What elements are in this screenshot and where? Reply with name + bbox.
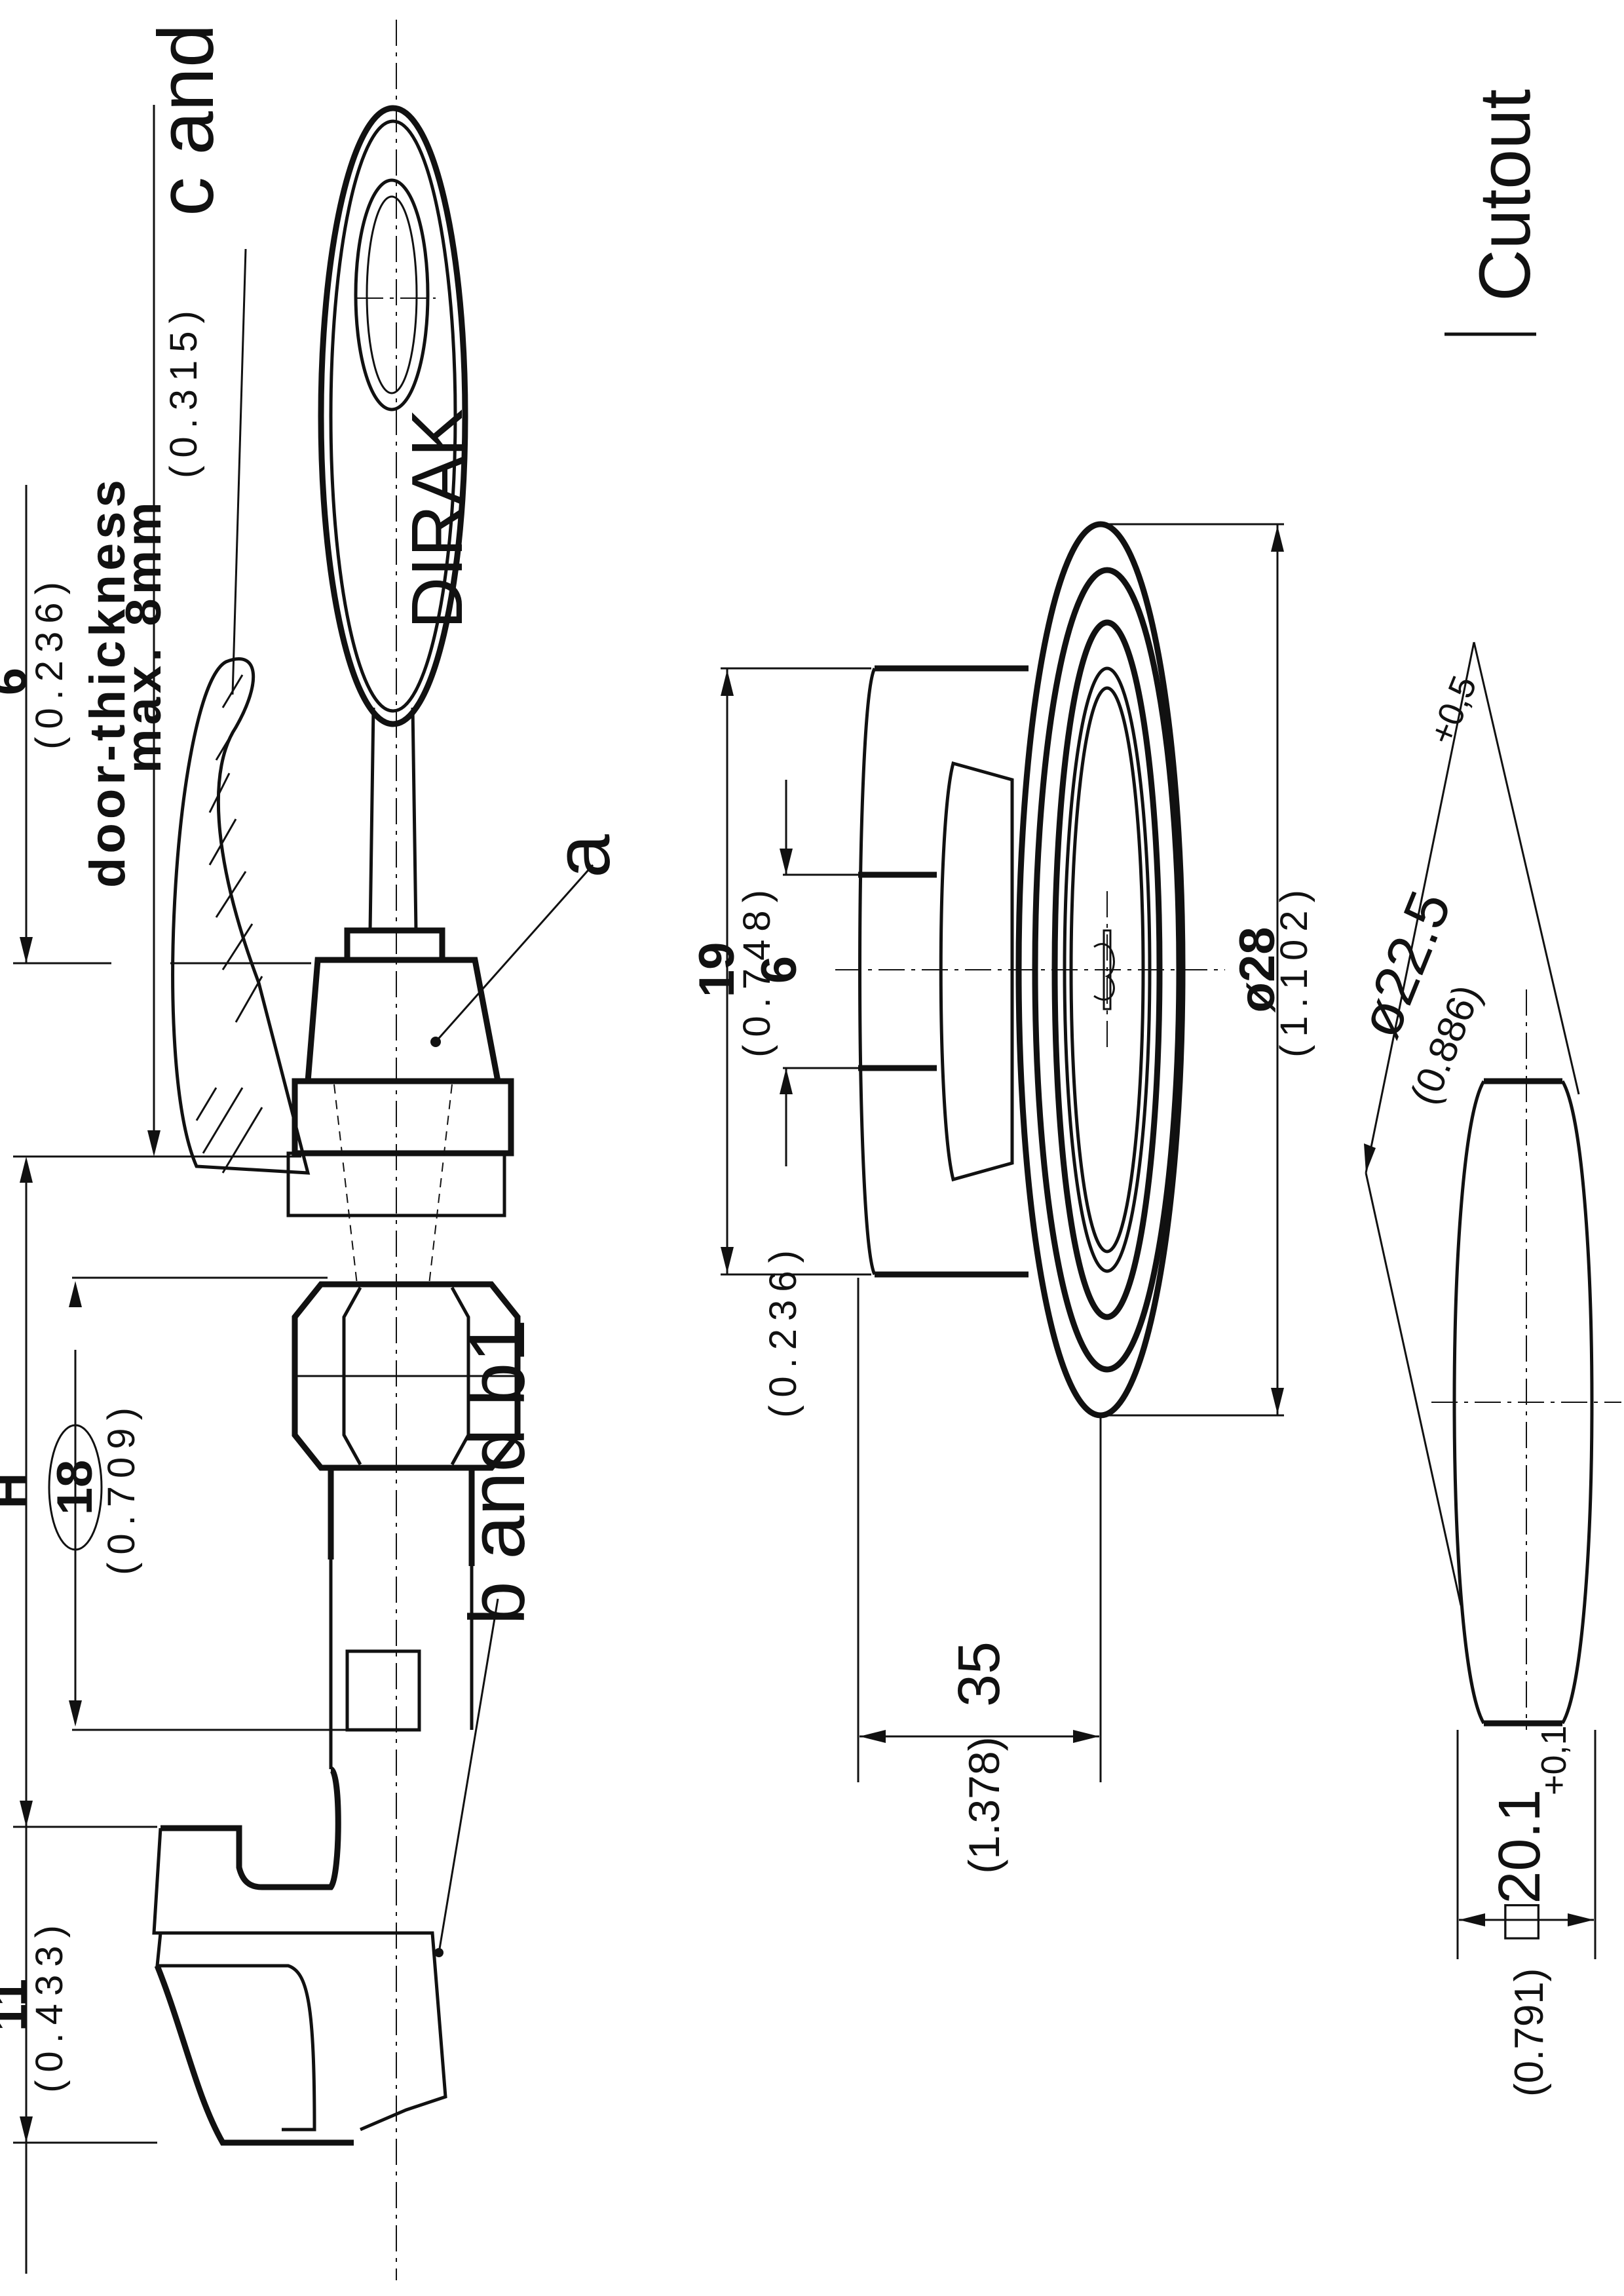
dim-20-1-inch: (0.791) — [1507, 1968, 1552, 2097]
dim-28-inch: (1.102) — [1273, 882, 1315, 1058]
dim-20-1: □20.1 — [1487, 1789, 1553, 1940]
brand-text: DIRAK — [397, 409, 478, 629]
dim-19-inch: (0.748) — [736, 882, 778, 1058]
dim-35: 35 — [947, 1641, 1012, 1707]
middle-dimensions — [721, 523, 1284, 1782]
dim-6-mid: 6 — [751, 956, 807, 984]
label-c-and-d: c and d — [142, 0, 230, 216]
door-max-label: max. 8mm — [116, 498, 172, 773]
dim-6-mid-inch: (0.236) — [762, 1242, 804, 1418]
dim-19: 19 — [689, 942, 745, 998]
dim-18: 18 — [47, 1460, 103, 1516]
dim-18-inch: (0.709) — [100, 1400, 143, 1575]
label-a: a — [538, 834, 626, 878]
lock-side-view — [152, 20, 521, 2280]
dim-6-top: 6 — [0, 668, 37, 695]
dim-20-1-tol: +0,1 — [1534, 1725, 1574, 1795]
cutout-title: Cutout — [1465, 89, 1545, 301]
door-max-inch: (0.315) — [162, 303, 205, 478]
cutout-view — [1364, 332, 1621, 1959]
dim-H: H — [0, 1473, 37, 1509]
dim-22-5-tol: +0,5 — [1422, 670, 1484, 750]
lock-front-view — [835, 521, 1225, 1419]
dim-6-top-inch: (0.236) — [28, 574, 71, 750]
label-b-and-b1: b and b1 — [453, 1319, 541, 1625]
left-dimensions — [13, 105, 594, 2274]
dim-11-inch: (0.433) — [28, 1917, 71, 2093]
dim-11: 11 — [0, 1979, 37, 2031]
dim-35-inch: (1.378) — [960, 1736, 1008, 1873]
dim-28: ø28 — [1230, 927, 1285, 1013]
door-thickness-label: door-thickness — [80, 476, 136, 888]
